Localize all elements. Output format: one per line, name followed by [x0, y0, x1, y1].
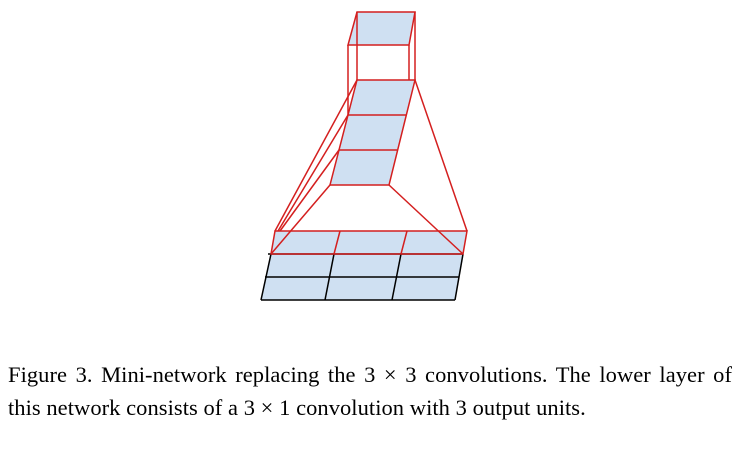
figure-caption: Figure 3. Mini-network replacing the 3 ×…: [8, 362, 732, 420]
middle-layer-3x1: [329, 79, 416, 186]
mini-network-diagram: [260, 11, 468, 301]
connection-lines: [270, 79, 468, 255]
output-unit-box: [347, 11, 416, 115]
input-grid-3x3: [260, 230, 468, 301]
